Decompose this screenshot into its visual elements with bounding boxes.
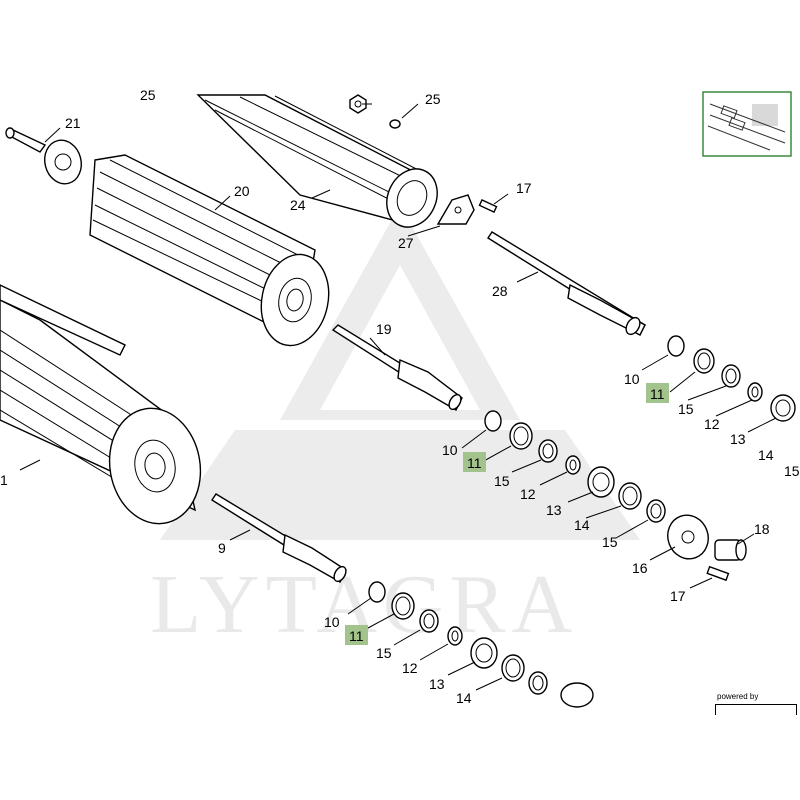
- lower-bearing-stack: [368, 581, 594, 708]
- upper-bearing-stack: [667, 335, 796, 422]
- callout-21[interactable]: 21: [65, 115, 81, 131]
- highlight-11-upper[interactable]: [646, 383, 669, 403]
- callout-14-upper[interactable]: 14: [758, 447, 774, 463]
- callout-15-lower[interactable]: 15: [376, 645, 392, 661]
- callout-11-middle[interactable]: 11: [467, 455, 482, 471]
- leader-lines: [19, 103, 777, 691]
- part-9-shaft: [211, 493, 347, 583]
- callout-10-lower[interactable]: 10: [324, 614, 340, 630]
- callout-17-lower[interactable]: 17: [670, 588, 686, 604]
- callout-15-middle[interactable]: 15: [494, 473, 510, 489]
- callout-15-middle-b[interactable]: 15: [602, 534, 618, 550]
- callout-9[interactable]: 9: [218, 540, 226, 556]
- callout-19[interactable]: 19: [376, 321, 392, 337]
- callout-1[interactable]: 1: [0, 472, 8, 488]
- thumbnail-preview[interactable]: [702, 91, 792, 157]
- part-25-nut: [349, 94, 367, 114]
- callout-16[interactable]: 16: [632, 560, 648, 576]
- part-17-screw: [706, 565, 730, 582]
- callout-14-middle[interactable]: 14: [574, 517, 590, 533]
- part-18-bushing: [714, 539, 747, 561]
- part-16-flange: [667, 514, 709, 560]
- powered-by-badge[interactable]: powered by: [713, 692, 797, 715]
- callout-14-lower[interactable]: 14: [456, 690, 472, 706]
- part-28-shaft: [487, 231, 646, 336]
- highlight-11-middle[interactable]: [463, 452, 486, 472]
- callout-10-upper[interactable]: 10: [624, 371, 640, 387]
- part-24-roller: [196, 94, 438, 228]
- callout-11-upper[interactable]: 11: [650, 386, 665, 402]
- callout-24[interactable]: 24: [290, 197, 306, 213]
- callout-13-upper[interactable]: 13: [730, 431, 746, 447]
- callout-18[interactable]: 18: [754, 521, 770, 537]
- callout-13-middle[interactable]: 13: [546, 502, 562, 518]
- callout-15-upper[interactable]: 15: [678, 401, 694, 417]
- callout-13-lower[interactable]: 13: [429, 676, 445, 692]
- callout-27[interactable]: 27: [398, 235, 414, 251]
- powered-by-text: powered by: [717, 692, 759, 701]
- part-1-drum: [0, 284, 202, 525]
- callout-12-upper[interactable]: 12: [704, 416, 720, 432]
- callout-25[interactable]: 25: [425, 91, 441, 107]
- callout-10-middle[interactable]: 10: [442, 442, 458, 458]
- callout-12-middle[interactable]: 12: [520, 486, 536, 502]
- callout-12-lower[interactable]: 12: [402, 660, 418, 676]
- callout-11-lower[interactable]: 11: [349, 628, 364, 644]
- part-27-plate: [436, 194, 475, 225]
- callout-25-top[interactable]: 25: [140, 87, 156, 103]
- callout-28[interactable]: 28: [492, 283, 508, 299]
- powered-by-logo-box: [715, 704, 797, 715]
- part-20-drum: [89, 154, 330, 347]
- part-25-washer: [389, 119, 401, 129]
- highlight-11-lower[interactable]: [345, 625, 368, 645]
- part-21-stub-shaft: [5, 127, 82, 185]
- callout-labels: 25 25 21 20 24 17 27 28 19 10 11 15 12 1…: [0, 87, 800, 706]
- part-17-bolt: [478, 198, 498, 214]
- callout-15-upper-b[interactable]: 15: [784, 463, 800, 479]
- part-19-shaft: [331, 324, 463, 411]
- callout-20[interactable]: 20: [234, 183, 250, 199]
- middle-bearing-stack: [484, 410, 666, 523]
- callout-17-top[interactable]: 17: [516, 180, 532, 196]
